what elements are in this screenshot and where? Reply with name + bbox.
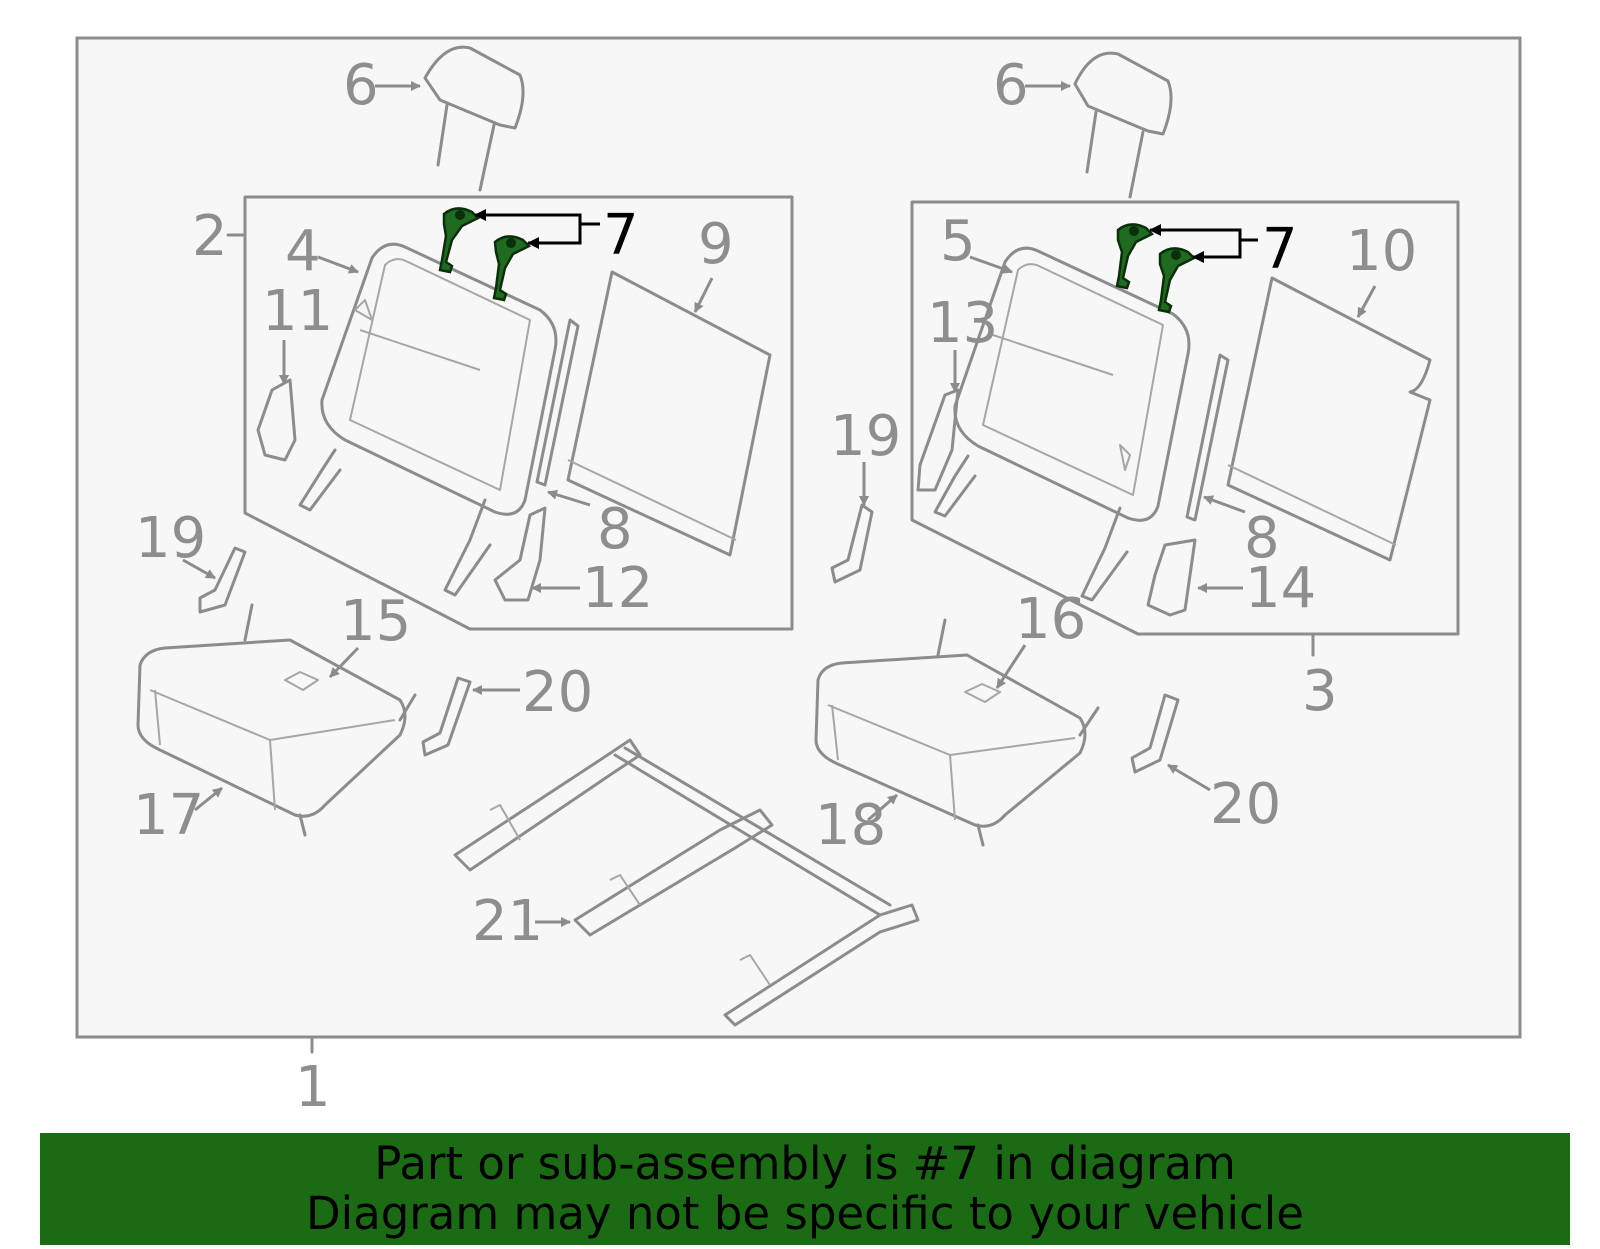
callout-17: 17 [133, 783, 204, 848]
callout-15: 15 [340, 589, 411, 654]
banner-line-1: Part or sub-assembly is #7 in diagram [374, 1137, 1236, 1190]
callout-8-left: 8 [597, 497, 633, 562]
info-banner: Part or sub-assembly is #7 in diagram Di… [40, 1133, 1570, 1245]
part-7-pin-right-b [1157, 247, 1197, 314]
callout-20-left: 20 [522, 660, 593, 725]
bracket-20-left [421, 676, 472, 757]
seatback-board-left [566, 270, 772, 557]
callout-14: 14 [1245, 556, 1316, 621]
callout-12: 12 [582, 556, 653, 621]
callout-19-left: 19 [135, 506, 206, 571]
callout-6-right: 6 [993, 53, 1029, 118]
callout-1: 1 [295, 1055, 331, 1120]
side-cover-14 [1146, 538, 1197, 617]
callout-19-right: 19 [830, 404, 901, 469]
callout-4: 4 [285, 219, 321, 284]
callout-9: 9 [698, 212, 734, 277]
callout-20-right: 20 [1210, 772, 1281, 837]
banner-line-2: Diagram may not be specific to your vehi… [306, 1187, 1304, 1240]
assembly-frame [75, 36, 1522, 1039]
headrest-right [1073, 51, 1173, 199]
seatback-left [298, 242, 558, 597]
callout-8-right: 8 [1244, 506, 1280, 571]
callout-7-left: 7 [603, 203, 639, 268]
seatback-right [933, 246, 1191, 602]
seatback-board-right [1226, 276, 1432, 562]
right-seatback-box [910, 200, 1460, 636]
left-seatback-box [243, 195, 794, 631]
callout-6-left: 6 [343, 53, 379, 118]
callout-11: 11 [262, 279, 333, 344]
seat-parts-diagram: 1 2 3 4 5 6 6 7 7 8 8 9 10 11 12 13 14 1… [75, 36, 1522, 1120]
hinge-strip-left [535, 318, 580, 487]
seat-cushion-right [814, 618, 1100, 847]
part-7-pin-left-b [492, 235, 532, 302]
callout-2: 2 [192, 204, 228, 269]
bracket-20-right [1130, 693, 1180, 774]
seat-frame [453, 738, 920, 1027]
seat-cushion-left [136, 603, 417, 837]
callout-21: 21 [472, 889, 543, 954]
side-cover-11 [256, 378, 297, 462]
hinge-strip-right [1185, 353, 1230, 522]
callout-18: 18 [815, 793, 886, 858]
callout-13: 13 [927, 291, 998, 356]
side-cover-12 [493, 506, 547, 602]
callout-3: 3 [1302, 659, 1338, 724]
callout-7-right: 7 [1262, 217, 1298, 282]
callout-5: 5 [940, 209, 976, 274]
bracket-19-right [830, 503, 874, 584]
bracket-19-left [198, 546, 247, 614]
callout-16: 16 [1015, 587, 1086, 652]
callout-10: 10 [1346, 219, 1417, 284]
headrest-left [423, 45, 525, 192]
